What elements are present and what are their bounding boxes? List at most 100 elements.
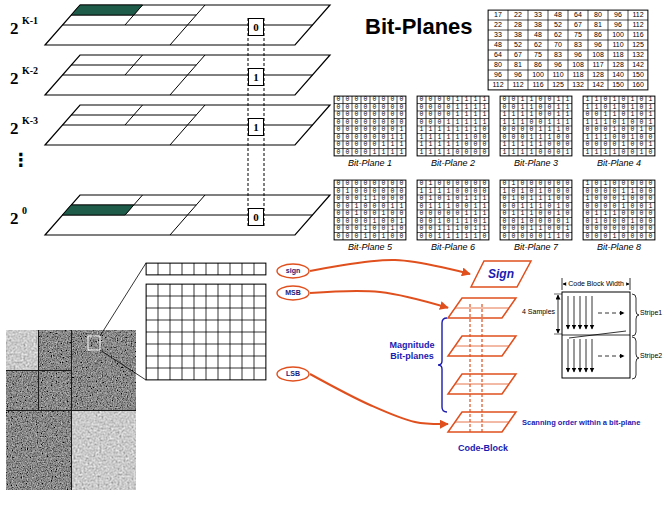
pixel-value: 96 <box>508 70 528 80</box>
art-g <box>583 180 655 240</box>
bit-plane-caption: Bit-Plane 7 <box>500 242 572 253</box>
art-rect <box>72 411 136 490</box>
bit-value: 0 <box>592 126 601 134</box>
sign-oval: sign <box>276 263 310 279</box>
bit-value: 1 <box>388 141 397 149</box>
bit-value: 0 <box>417 111 426 119</box>
bit-value: 1 <box>527 149 536 157</box>
bit-value: 0 <box>554 218 563 226</box>
bit-value: 1 <box>554 111 563 119</box>
bit-value: 0 <box>334 96 343 104</box>
flow-arrow <box>310 374 448 424</box>
art-rect <box>146 284 266 380</box>
pixel-value: 38 <box>508 30 528 40</box>
pixel-value: 86 <box>528 60 548 70</box>
bit-value: 1 <box>471 119 480 127</box>
figure-caption: Scanning order within a bit-plane <box>522 418 640 427</box>
bit-value: 1 <box>370 149 379 157</box>
bit-value: 1 <box>646 104 655 112</box>
art-path <box>632 337 639 379</box>
pixel-value: 80 <box>588 10 608 20</box>
bit-value: 0 <box>435 96 444 104</box>
bit-value: 0 <box>417 203 426 211</box>
bit-value: 0 <box>388 111 397 119</box>
highlight-cell <box>63 205 134 215</box>
bit-value: 1 <box>471 104 480 112</box>
bit-value: 0 <box>361 141 370 149</box>
bit-value: 0 <box>610 134 619 142</box>
bit-value: 1 <box>480 119 489 127</box>
node-text: Code-Block <box>458 443 508 454</box>
bit-value: 0 <box>592 233 601 241</box>
pixel-value: 81 <box>588 20 608 30</box>
bit-value: 1 <box>637 126 646 134</box>
bit-value: 0 <box>610 119 619 127</box>
bit-value: 0 <box>500 225 509 233</box>
bit-value: 0 <box>352 233 361 241</box>
bit-value: 1 <box>462 104 471 112</box>
bit-value: 0 <box>554 225 563 233</box>
art-line <box>580 296 581 329</box>
bit-value: 0 <box>545 180 554 188</box>
pixel-value: 118 <box>608 50 628 60</box>
art-rect <box>334 96 406 156</box>
bit-value: 0 <box>370 233 379 241</box>
node-text: 0 <box>253 21 259 33</box>
bit-value: 1 <box>435 233 444 241</box>
bit-value: 0 <box>361 203 370 211</box>
bit-value: 1 <box>545 134 554 142</box>
flow-arrow <box>310 291 448 308</box>
stripe-label: Stripe1 <box>640 309 662 317</box>
bit-value: 0 <box>610 195 619 203</box>
bit-value: 0 <box>554 134 563 142</box>
pixel-value: 62 <box>528 40 548 50</box>
bit-value: 1 <box>646 141 655 149</box>
exponent-label: 2 <box>10 120 19 138</box>
bit-cell: 0 <box>248 18 264 36</box>
bit-value: 1 <box>453 225 462 233</box>
bit-value: 0 <box>545 149 554 157</box>
pixel-value: 132 <box>568 80 588 90</box>
bit-value: 1 <box>462 233 471 241</box>
bit-value: 1 <box>619 119 628 127</box>
bit-value: 1 <box>610 111 619 119</box>
bit-plane-caption: Bit-Plane 2 <box>417 158 489 169</box>
pixel-value: 67 <box>568 20 588 30</box>
bit-value: 0 <box>343 180 352 188</box>
bit-value: 0 <box>370 111 379 119</box>
bit-value: 0 <box>592 180 601 188</box>
bit-value: 0 <box>397 111 406 119</box>
bit-value: 0 <box>637 195 646 203</box>
bit-value: 0 <box>619 126 628 134</box>
bit-plane-layer <box>45 5 330 45</box>
pixel-value: 96 <box>488 70 508 80</box>
bit-value: 1 <box>518 111 527 119</box>
bit-value: 0 <box>343 104 352 112</box>
bit-value: 0 <box>563 134 572 142</box>
pixel-value: 81 <box>508 60 528 70</box>
bit-value: 0 <box>343 225 352 233</box>
bit-value: 1 <box>471 195 480 203</box>
bit-value: 1 <box>601 149 610 157</box>
bit-value: 0 <box>352 141 361 149</box>
bit-value: 0 <box>527 126 536 134</box>
bit-value: 0 <box>500 104 509 112</box>
oval-outline <box>277 286 309 300</box>
pixel-value: 110 <box>608 40 628 50</box>
bit-value: 0 <box>646 188 655 196</box>
bit-value: 0 <box>352 188 361 196</box>
art-rect <box>39 330 71 370</box>
bit-value: 0 <box>343 134 352 142</box>
bit-value: 1 <box>462 134 471 142</box>
bit-value: 0 <box>509 225 518 233</box>
bit-value: 1 <box>536 225 545 233</box>
bit-value: 0 <box>619 218 628 226</box>
bit-value: 0 <box>527 119 536 127</box>
bit-value: 1 <box>471 126 480 134</box>
art-line <box>586 339 587 372</box>
node-text: 1 <box>253 121 259 133</box>
bit-value: 0 <box>462 225 471 233</box>
bit-value: 1 <box>592 96 601 104</box>
bit-value: 1 <box>583 149 592 157</box>
oval-outline <box>277 264 309 278</box>
